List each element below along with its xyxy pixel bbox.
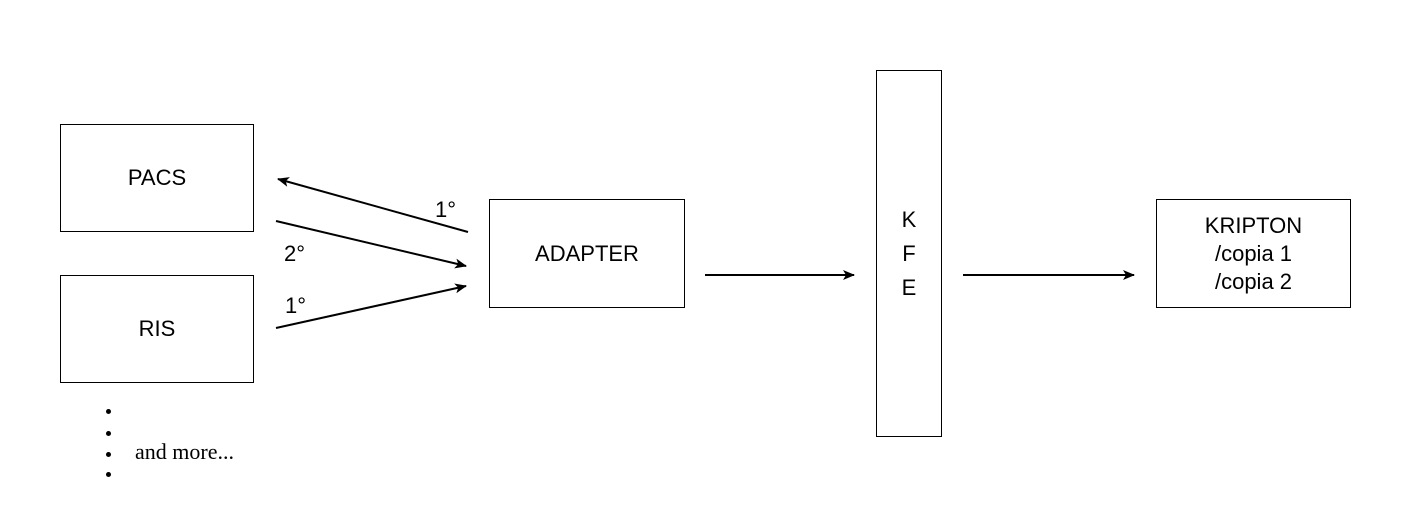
kfe-letter-e: E xyxy=(901,274,917,300)
kripton-copy-1: /copia 1 xyxy=(1214,240,1293,266)
arrow-ris-to-adapter xyxy=(275,283,467,329)
dot xyxy=(106,452,111,457)
dot xyxy=(106,472,111,477)
adapter-label: ADAPTER xyxy=(535,240,639,266)
pacs-node: PACS xyxy=(60,124,254,232)
ris-node: RIS xyxy=(60,275,254,383)
kfe-letter-k: K xyxy=(901,206,917,232)
pacs-label: PACS xyxy=(127,165,187,190)
edge-label-ris-to-adapter: 1° xyxy=(285,293,307,318)
edge-label-adapter-to-pacs: 1° xyxy=(435,197,457,222)
dot xyxy=(106,409,111,414)
kfe-node: K F E xyxy=(876,70,942,437)
adapter-node: ADAPTER xyxy=(489,199,685,308)
kripton-copy-2: /copia 2 xyxy=(1214,268,1293,294)
dot xyxy=(106,431,111,436)
arrow-adapter-to-pacs xyxy=(277,177,469,233)
ris-label: RIS xyxy=(138,316,176,341)
kfe-letter-f: F xyxy=(902,240,916,266)
edge-label-pacs-to-adapter: 2° xyxy=(284,241,306,266)
and-more-label: and more... xyxy=(135,439,234,464)
arrow-pacs-to-adapter xyxy=(275,220,467,269)
kripton-node: KRIPTON /copia 1 /copia 2 xyxy=(1156,199,1351,308)
kripton-title: KRIPTON xyxy=(1204,212,1303,238)
